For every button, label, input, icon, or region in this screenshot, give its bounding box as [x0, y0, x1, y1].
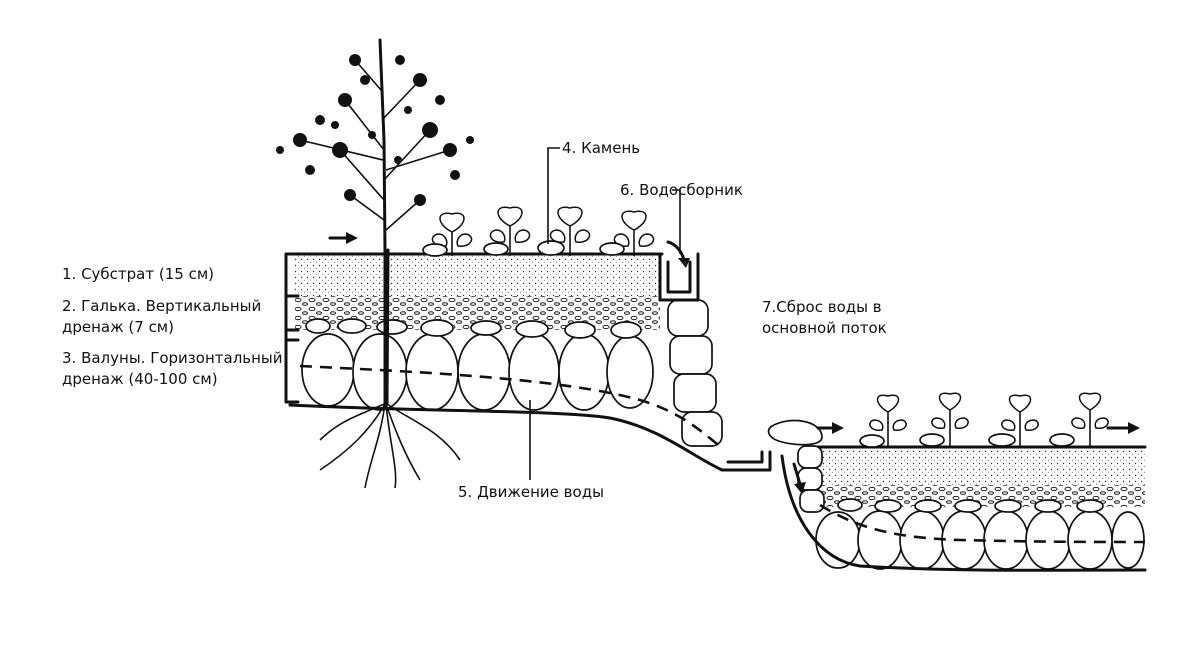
- upper-roof: [276, 38, 724, 489]
- catchment-box: [658, 252, 700, 302]
- leader-lines: [529, 147, 681, 480]
- label-boulder-line1: 3. Валуны. Горизонтальный: [62, 349, 283, 367]
- substrate-layer: [295, 254, 660, 296]
- downflow-arrow-icon: [792, 462, 806, 494]
- label-substrate: 1. Субстрат (15 см): [62, 265, 215, 283]
- lower-water-flow-line: [819, 503, 1146, 544]
- plant-icon: [1001, 394, 1039, 448]
- lower-substrate-layer: [805, 447, 1145, 485]
- label-pebble-line1: 2. Галька. Вертикальный: [62, 297, 262, 315]
- plant-icon: [549, 206, 591, 256]
- plant-icon: [1071, 392, 1109, 448]
- lower-arrow-out-icon: [1106, 422, 1140, 434]
- label-discharge-line1: 7.Сброс воды в: [762, 298, 882, 316]
- tree-icon: [276, 38, 474, 489]
- plant-icon: [931, 392, 969, 448]
- catchment-arrow-icon: [666, 240, 690, 268]
- lower-arrow-in-icon: [816, 422, 844, 434]
- stone-icon: [422, 240, 625, 257]
- plant-icon: [613, 210, 655, 256]
- plant-icon: [489, 206, 531, 256]
- label-pebble-line2: дренаж (7 см): [62, 318, 174, 336]
- stone-icon: [859, 433, 1075, 448]
- boulder-layer: [301, 318, 654, 411]
- label-discharge-line2: основной поток: [762, 319, 887, 337]
- label-water-flow: 5. Движение воды: [458, 483, 604, 501]
- retaining-wall: [667, 299, 723, 447]
- lower-wall: [767, 419, 825, 513]
- label-catchment: 6. Водосборник: [620, 181, 743, 199]
- lower-boulder-layer: [815, 498, 1145, 570]
- lower-roof: [767, 392, 1147, 572]
- drain-pipe: [720, 450, 772, 472]
- arrow-in-icon: [328, 232, 358, 244]
- plant-icon: [869, 394, 907, 448]
- plant-icon: [431, 212, 473, 256]
- layer-brackets: [284, 252, 300, 404]
- label-stone: 4. Камень: [562, 139, 641, 157]
- label-boulder-line2: дренаж (40-100 см): [62, 370, 218, 388]
